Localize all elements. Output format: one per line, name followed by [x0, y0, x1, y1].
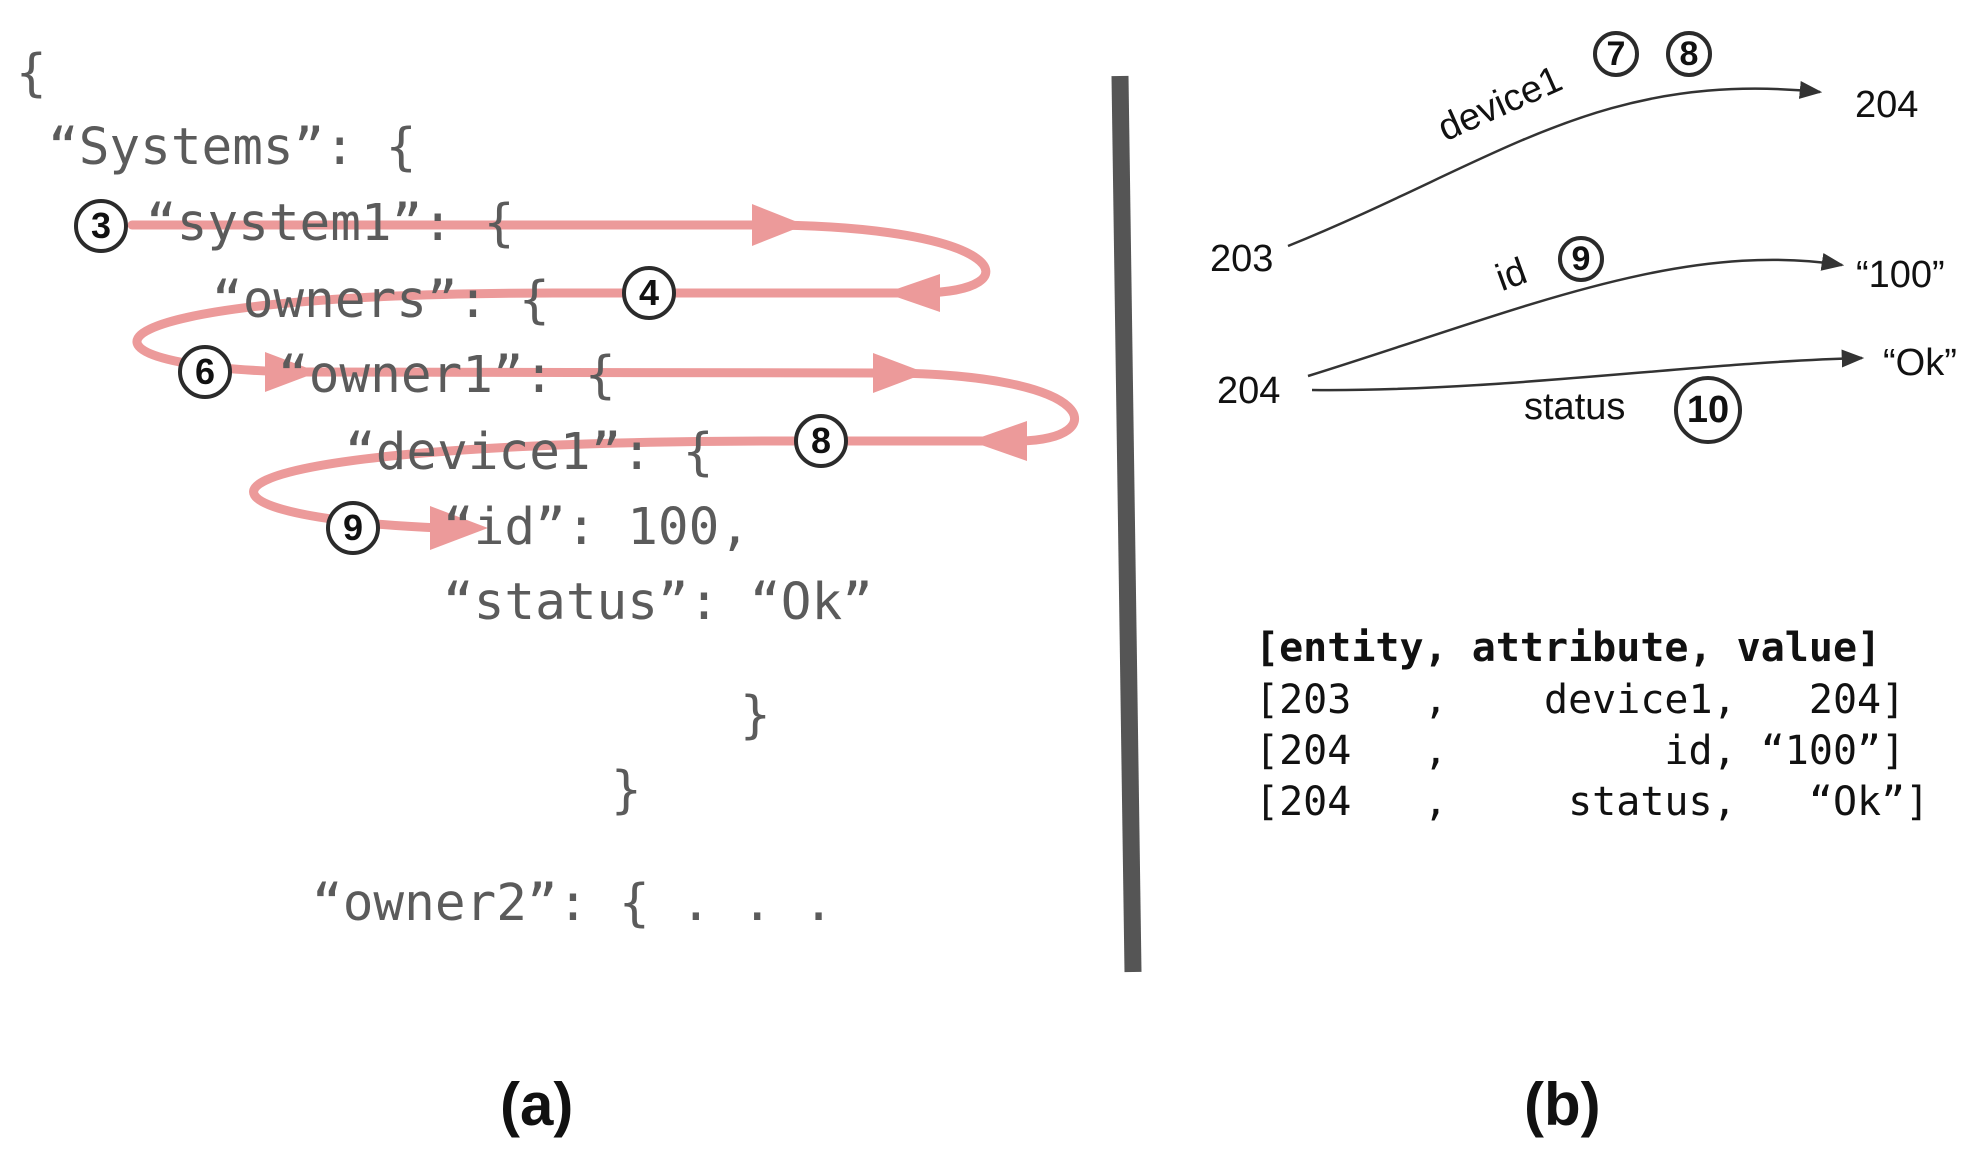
panel-b-caption: (b) — [1524, 1071, 1601, 1138]
arrowhead-right — [752, 204, 805, 246]
value-100: “100” — [1856, 254, 1945, 296]
step-badge: 4 — [622, 266, 676, 320]
value-ok: “Ok” — [1883, 342, 1957, 384]
code-line: “id”: 100, — [443, 498, 751, 557]
node-204-target: 204 — [1855, 84, 1919, 126]
code-line: “Systems”: { — [48, 118, 417, 177]
step-badge: 3 — [74, 199, 128, 253]
step-badge: 9 — [326, 501, 380, 555]
panel-divider — [1111, 75, 1142, 973]
edge-device1 — [1287, 81, 1823, 248]
edge-label-status: status — [1524, 386, 1626, 428]
code-line: “owners”: { — [212, 271, 550, 330]
code-line: “system1”: { — [146, 194, 515, 253]
panel-a-caption: (a) — [500, 1071, 574, 1138]
arrowhead-right — [873, 353, 926, 393]
edge-id — [1307, 253, 1845, 378]
triple-table-header: [entity, attribute, value] — [1255, 625, 1882, 671]
edge-status — [1311, 349, 1865, 392]
step-badge: 6 — [178, 345, 232, 399]
arrowhead-right — [265, 352, 318, 392]
arrowhead-right — [430, 506, 488, 550]
code-line: “status”: “Ok” — [443, 573, 873, 632]
graph-edges — [1287, 81, 1865, 392]
traversal-arrowheads — [265, 204, 1027, 550]
triple-table-row: [204 , status, “Ok”] — [1255, 779, 1930, 825]
node-203: 203 — [1210, 238, 1274, 280]
code-line: { — [16, 44, 47, 103]
node-204-source: 204 — [1217, 370, 1281, 412]
code-line: “owner2”: { . . . — [312, 874, 834, 933]
arrowhead-left — [970, 421, 1027, 461]
step-badge: 8 — [1666, 31, 1712, 77]
step-badge: 7 — [1593, 31, 1639, 77]
arrowhead-left — [885, 274, 940, 312]
step-badge: 10 — [1674, 376, 1742, 444]
step-badge: 8 — [794, 414, 848, 468]
code-line: } — [740, 686, 771, 745]
triple-table-row: [203 , device1, 204] — [1255, 677, 1906, 723]
code-line: } — [611, 761, 642, 820]
code-line: “device1”: { — [345, 423, 714, 482]
triple-table-row: [204 , id, “100”] — [1255, 728, 1906, 774]
code-line: “owner1”: { — [278, 346, 616, 405]
step-badge: 9 — [1558, 236, 1604, 282]
